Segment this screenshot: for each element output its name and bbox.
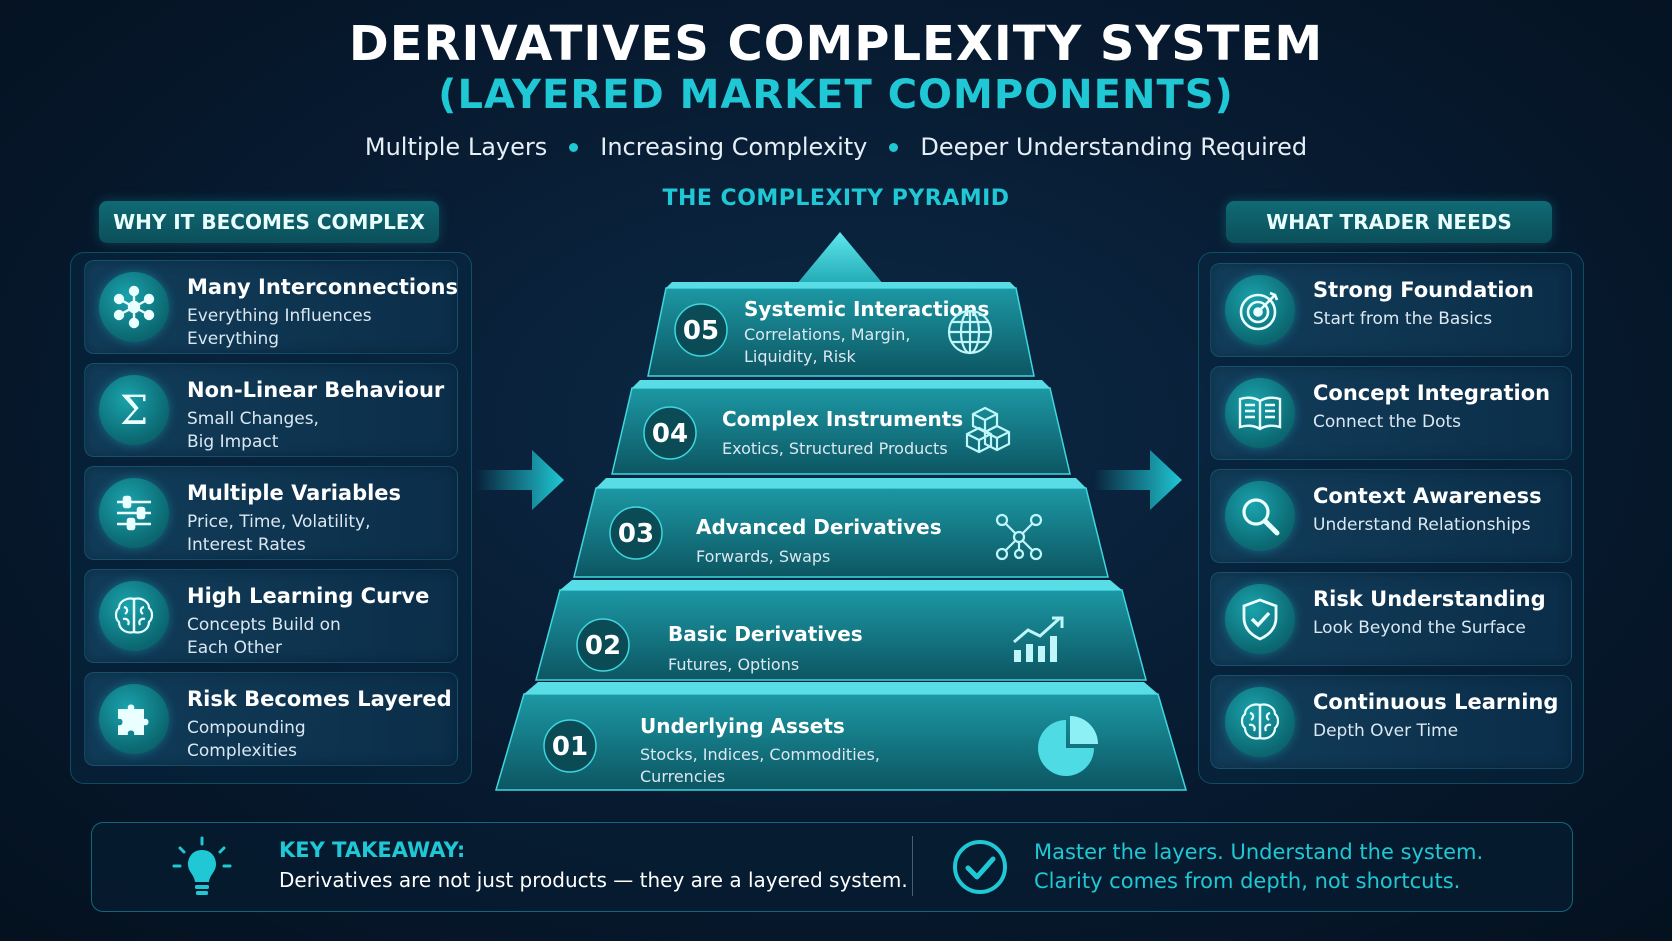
cubes-icon xyxy=(965,406,1011,454)
card-desc: Everything Influences Everything xyxy=(187,306,372,349)
right-card-foundation: Strong Foundation Start from the Basics xyxy=(1210,263,1572,357)
pyramid-apex xyxy=(796,232,884,285)
tagline: Multiple Layers Increasing Complexity De… xyxy=(0,133,1672,161)
card-desc: Small Changes, Big Impact xyxy=(187,409,319,452)
pyramid-level-01: 01 Underlying Assets Stocks, Indices, Co… xyxy=(495,682,1187,791)
card-title: Risk Becomes Layered xyxy=(187,687,452,711)
level-title: Underlying Assets xyxy=(640,714,845,738)
level-number: 01 xyxy=(552,732,588,762)
tagline-item: Increasing Complexity xyxy=(600,133,868,161)
key-takeaway-label: KEY TAKEAWAY: xyxy=(279,838,466,862)
level-number: 05 xyxy=(683,316,719,346)
puzzle-icon xyxy=(99,684,169,754)
right-arrow-right xyxy=(1094,450,1182,510)
pyramid-level-03: 03 Advanced Derivatives Forwards, Swaps xyxy=(573,478,1109,578)
level-desc: Futures, Options xyxy=(668,655,799,674)
page-title: DERIVATIVES COMPLEXITY SYSTEM xyxy=(348,16,1324,72)
brain-icon xyxy=(99,581,169,651)
right-column-heading: WHAT TRADER NEEDS xyxy=(1226,201,1552,243)
pyramid-heading: THE COMPLEXITY PYRAMID xyxy=(662,186,1010,211)
bullet-dot xyxy=(569,142,579,152)
network-icon xyxy=(99,272,169,342)
card-desc: Price, Time, Volatility, Interest Rates xyxy=(187,512,371,555)
level-title: Basic Derivatives xyxy=(668,622,863,646)
left-card-nonlinear: Σ Non-Linear Behaviour Small Changes, Bi… xyxy=(84,363,458,457)
globe-icon xyxy=(947,309,993,355)
card-title: Continuous Learning xyxy=(1313,690,1559,714)
network-icon xyxy=(995,513,1043,561)
right-card-risk: Risk Understanding Look Beyond the Surfa… xyxy=(1210,572,1572,666)
level-desc: Forwards, Swaps xyxy=(696,547,830,566)
card-desc: Start from the Basics xyxy=(1313,309,1493,329)
left-card-risk-layered: Risk Becomes Layered Compounding Complex… xyxy=(84,672,458,766)
divider xyxy=(912,836,913,896)
level-number: 03 xyxy=(618,519,654,549)
card-desc: Understand Relationships xyxy=(1313,515,1531,535)
right-card-learning: Continuous Learning Depth Over Time xyxy=(1210,675,1572,769)
bullet-dot xyxy=(889,142,899,152)
level-number: 04 xyxy=(652,419,688,449)
closing-line-1: Master the layers. Understand the system… xyxy=(1034,840,1484,864)
check-circle-icon xyxy=(953,840,1007,894)
level-number: 02 xyxy=(585,631,621,661)
page-subtitle: (LAYERED MARKET COMPONENTS) xyxy=(438,72,1234,118)
sliders-icon xyxy=(99,478,169,548)
left-card-variables: Multiple Variables Price, Time, Volatili… xyxy=(84,466,458,560)
tagline-item: Deeper Understanding Required xyxy=(920,133,1308,161)
complexity-pyramid: 05 Systemic Interactions Correlations, M… xyxy=(495,232,1187,791)
level-title: Complex Instruments xyxy=(722,407,963,431)
svg-text:Σ: Σ xyxy=(120,388,148,432)
level-title: Systemic Interactions xyxy=(744,297,989,321)
target-icon xyxy=(1225,275,1295,345)
card-title: High Learning Curve xyxy=(187,584,430,608)
right-card-context: Context Awareness Understand Relationshi… xyxy=(1210,469,1572,563)
card-desc: Look Beyond the Surface xyxy=(1313,618,1526,638)
card-desc: Compounding Complexities xyxy=(187,718,306,761)
pyramid-level-02: 02 Basic Derivatives Futures, Options xyxy=(535,580,1147,681)
shield-check-icon xyxy=(1225,584,1295,654)
key-takeaway-box xyxy=(91,822,1573,912)
left-card-interconnections: Many Interconnections Everything Influen… xyxy=(84,260,458,354)
left-card-learning-curve: High Learning Curve Concepts Build on Ea… xyxy=(84,569,458,663)
brain-icon xyxy=(1225,687,1295,757)
right-card-integration: Concept Integration Connect the Dots xyxy=(1210,366,1572,460)
level-desc: Correlations, Margin, xyxy=(744,325,910,344)
card-desc: Connect the Dots xyxy=(1313,412,1462,432)
book-icon xyxy=(1225,378,1295,448)
card-title: Non-Linear Behaviour xyxy=(187,378,445,402)
key-takeaway-text: Derivatives are not just products — they… xyxy=(279,868,908,892)
level-desc: Liquidity, Risk xyxy=(744,347,857,366)
level-title: Advanced Derivatives xyxy=(696,515,942,539)
card-title: Many Interconnections xyxy=(187,275,459,299)
lightbulb-icon xyxy=(172,836,232,895)
level-desc: Exotics, Structured Products xyxy=(722,439,948,458)
pyramid-level-05: 05 Systemic Interactions Correlations, M… xyxy=(647,282,1035,377)
left-column-heading: WHY IT BECOMES COMPLEX xyxy=(99,201,439,243)
card-title: Strong Foundation xyxy=(1313,278,1534,302)
pie-chart-icon xyxy=(1038,716,1098,776)
card-title: Risk Understanding xyxy=(1313,587,1546,611)
card-desc: Concepts Build on Each Other xyxy=(187,615,341,658)
right-arrow-left xyxy=(476,450,564,510)
card-title: Context Awareness xyxy=(1313,484,1542,508)
growth-chart-icon xyxy=(1013,616,1064,662)
card-desc: Depth Over Time xyxy=(1313,721,1459,741)
card-title: Multiple Variables xyxy=(187,481,402,505)
level-desc: Stocks, Indices, Commodities, xyxy=(640,745,880,764)
pyramid-level-04: 04 Complex Instruments Exotics, Structur… xyxy=(611,380,1071,475)
level-desc: Currencies xyxy=(640,767,725,786)
magnifier-icon xyxy=(1225,481,1295,551)
tagline-item: Multiple Layers xyxy=(364,133,548,161)
sigma-icon: Σ xyxy=(99,375,169,445)
card-title: Concept Integration xyxy=(1313,381,1551,405)
closing-line-2: Clarity comes from depth, not shortcuts. xyxy=(1034,869,1461,893)
